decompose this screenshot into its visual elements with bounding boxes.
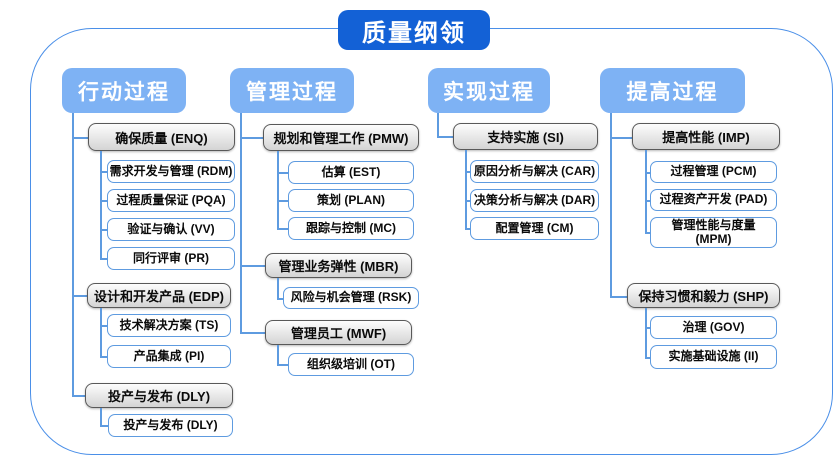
group-enq: 确保质量 (ENQ): [88, 123, 235, 151]
group-si: 支持实施 (SI): [453, 123, 598, 150]
connector-line: [240, 113, 242, 332]
connector-line: [277, 298, 283, 300]
connector-line: [437, 136, 453, 138]
connector-line: [645, 232, 650, 234]
connector-line: [645, 327, 650, 329]
connector-line: [610, 137, 632, 139]
item-pr: 同行评审 (PR): [107, 247, 235, 270]
connector-line: [610, 296, 627, 298]
connector-line: [100, 229, 108, 231]
group-imp: 提高性能 (IMP): [632, 123, 780, 150]
connector-line: [100, 356, 108, 358]
item-car: 原因分析与解决 (CAR): [470, 160, 599, 183]
group-edp: 设计和开发产品 (EDP): [87, 283, 231, 308]
item-pi: 产品集成 (PI): [107, 345, 231, 368]
connector-line: [437, 113, 439, 136]
connector-line: [645, 172, 650, 174]
group-mbr: 管理业务弹性 (MBR): [265, 253, 412, 278]
item-cm: 配置管理 (CM): [470, 217, 599, 240]
connector-line: [645, 308, 647, 357]
process-header-management: 管理过程: [230, 68, 354, 113]
connector-line: [72, 295, 87, 297]
item-rdm: 需求开发与管理 (RDM): [107, 160, 235, 183]
connector-line: [465, 150, 467, 228]
item-vv: 验证与确认 (VV): [107, 218, 235, 241]
process-header-action: 行动过程: [62, 68, 186, 113]
connector-line: [240, 137, 263, 139]
process-header-implementation: 实现过程: [428, 68, 550, 113]
connector-line: [277, 364, 288, 366]
connector-line: [465, 228, 470, 230]
group-shp: 保持习惯和毅力 (SHP): [627, 283, 780, 308]
item-mc: 跟踪与控制 (MC): [288, 217, 414, 240]
group-mwf: 管理员工 (MWF): [265, 320, 412, 345]
connector-line: [645, 200, 650, 202]
connector-line: [72, 113, 74, 395]
connector-line: [277, 200, 288, 202]
item-gov: 治理 (GOV): [650, 316, 777, 339]
item-ot: 组织级培训 (OT): [288, 353, 414, 376]
process-header-improvement: 提高过程: [600, 68, 745, 113]
item-rsk: 风险与机会管理 (RSK): [283, 287, 419, 309]
group-dly: 投产与发布 (DLY): [85, 383, 233, 408]
item-plan: 策划 (PLAN): [288, 189, 414, 212]
connector-line: [465, 200, 470, 202]
connector-line: [277, 278, 279, 298]
item-ii: 实施基础设施 (II): [650, 345, 777, 369]
item-dly: 投产与发布 (DLY): [108, 414, 233, 437]
connector-line: [100, 151, 102, 258]
connector-line: [100, 171, 108, 173]
diagram-title: 质量纲领: [338, 10, 490, 50]
connector-line: [645, 357, 650, 359]
item-pcm: 过程管理 (PCM): [650, 161, 777, 183]
connector-line: [277, 172, 288, 174]
connector-line: [100, 308, 102, 357]
item-dar: 决策分析与解决 (DAR): [470, 189, 599, 212]
connector-line: [100, 325, 108, 327]
connector-line: [72, 395, 85, 397]
connector-line: [277, 345, 279, 364]
item-pad: 过程资产开发 (PAD): [650, 189, 777, 211]
connector-line: [465, 171, 470, 173]
connector-line: [240, 265, 265, 267]
connector-line: [100, 408, 102, 426]
item-ts: 技术解决方案 (TS): [107, 314, 231, 337]
connector-line: [240, 332, 265, 334]
item-est: 估算 (EST): [288, 161, 414, 184]
connector-line: [72, 137, 88, 139]
connector-line: [610, 113, 612, 296]
connector-line: [100, 425, 109, 427]
connector-line: [277, 228, 288, 230]
connector-line: [100, 258, 108, 260]
item-pqa: 过程质量保证 (PQA): [107, 189, 235, 212]
connector-line: [277, 151, 279, 228]
connector-line: [100, 200, 108, 202]
item-mpm: 管理性能与度量 (MPM): [650, 217, 777, 248]
group-pmw: 规划和管理工作 (PMW): [263, 124, 419, 151]
connector-line: [645, 150, 647, 232]
